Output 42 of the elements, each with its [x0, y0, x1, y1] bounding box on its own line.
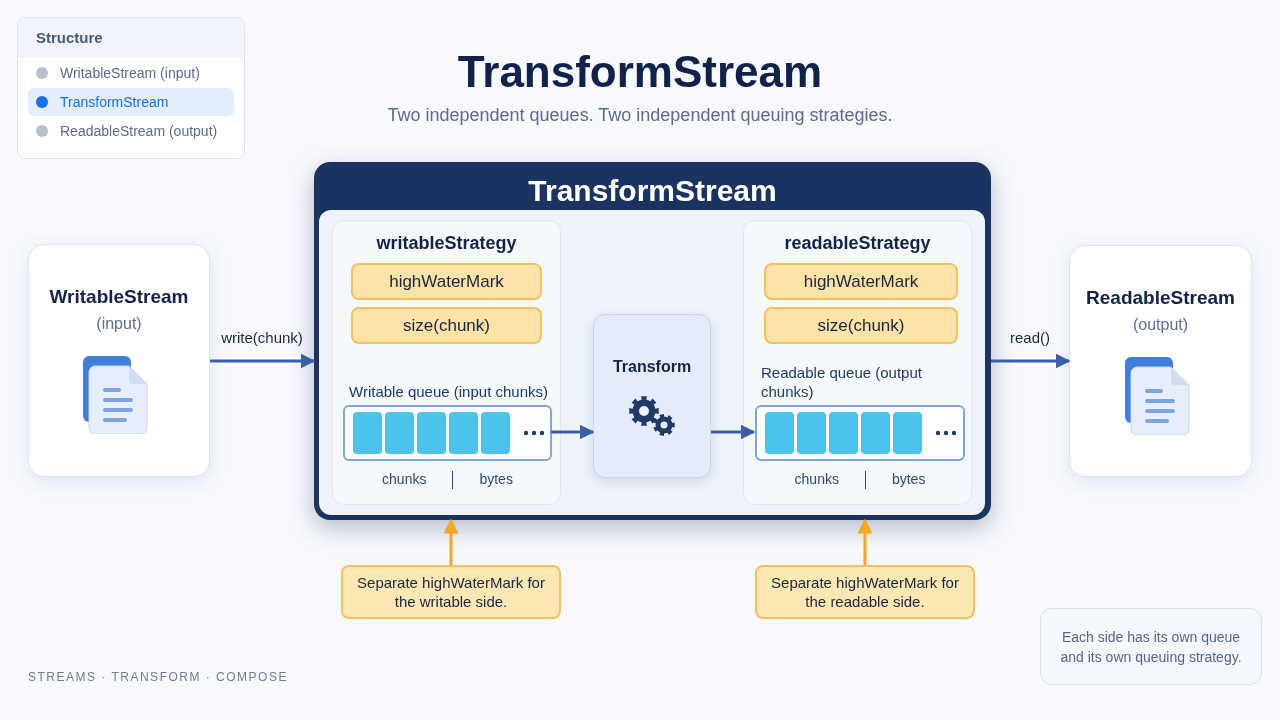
parameter-box: highWaterMark [351, 263, 542, 300]
parameter-box: size(chunk) [351, 307, 542, 344]
arrow [991, 353, 1071, 369]
callout-box: Separate highWaterMark for the writable side. [341, 565, 561, 619]
legend-label: ReadableStream (output) [60, 121, 218, 141]
panel-title: writableStrategy [375, 232, 518, 255]
parameter-box: highWaterMark [764, 263, 958, 300]
transform-title: Transform [611, 357, 693, 377]
container-title: TransformStream [527, 173, 778, 209]
note-box: Each side has its own queue and its own queuing strategy. [1040, 608, 1262, 685]
queue-unit-label: chunks [793, 470, 840, 489]
queue-label: Readable queue (output chunks) [761, 363, 923, 401]
arrow [857, 518, 873, 565]
arrow [551, 424, 595, 440]
legend-title: Structure [36, 27, 103, 48]
panel-title: readableStrategy [783, 232, 932, 255]
stream-subtitle: (output) [1131, 314, 1190, 335]
legend-label: WritableStream (input) [60, 63, 200, 83]
queue-unit-label: bytes [478, 470, 514, 489]
stream-title: ReadableStream [1085, 286, 1236, 310]
arrow [210, 353, 316, 369]
edge-label: write(chunk) [221, 328, 303, 348]
stream-card [1069, 245, 1252, 477]
transform-stream-container [314, 162, 991, 520]
parameter-box: size(chunk) [764, 307, 958, 344]
stream-title: WritableStream [48, 285, 190, 309]
subtitle: Two independent queues. Two independent queuing strategies. [386, 104, 894, 127]
edge-label: read() [1010, 328, 1050, 348]
queue-unit-label: chunks [381, 470, 428, 489]
page-title: TransformStream [456, 46, 824, 98]
callout-box: Separate highWaterMark for the readable side. [755, 565, 975, 619]
transform-box [593, 314, 711, 478]
queue-label: Writable queue (input chunks) [349, 382, 549, 401]
stream-subtitle: (input) [95, 313, 143, 334]
strategy-panel [332, 220, 561, 505]
arrow [443, 518, 459, 565]
stream-card [28, 244, 210, 477]
footer-tags: STREAMS · TRANSFORM · COMPOSE [28, 668, 288, 686]
queue-unit-label: bytes [890, 470, 927, 489]
strategy-panel [743, 220, 972, 505]
legend-label: TransformStream [60, 92, 169, 112]
arrow [711, 424, 756, 440]
